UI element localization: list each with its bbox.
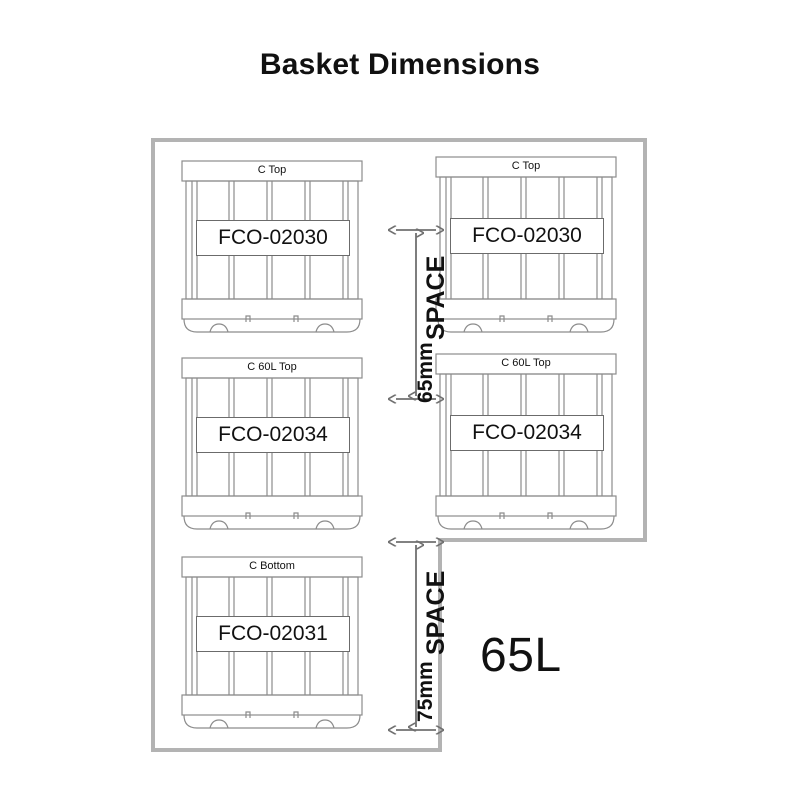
basket-graphic bbox=[181, 556, 363, 729]
basket-ribs bbox=[191, 577, 349, 695]
basket-top-band bbox=[181, 556, 363, 578]
basket-nub-left bbox=[245, 315, 251, 322]
basket-skirt bbox=[183, 318, 361, 333]
basket-base-band bbox=[435, 298, 617, 320]
dimension-space-label-65mm: SPACE bbox=[422, 255, 450, 340]
basket-graphic bbox=[435, 156, 617, 333]
basket-nub-right bbox=[293, 711, 299, 718]
basket-foot-right bbox=[315, 520, 335, 530]
basket-nub-right bbox=[293, 512, 299, 519]
basket-top-band bbox=[435, 353, 617, 375]
basket-skirt bbox=[437, 515, 615, 530]
basket-foot-left bbox=[209, 520, 229, 530]
dimension-value-label-75mm: 75mm bbox=[414, 661, 437, 722]
basket-ribs bbox=[191, 378, 349, 496]
basket-top-band bbox=[181, 357, 363, 379]
basket-nub-left bbox=[245, 711, 251, 718]
basket-right-top[interactable]: C Top FCO-02030 bbox=[434, 156, 618, 336]
basket-graphic bbox=[435, 353, 617, 530]
basket-left-bottom[interactable]: C Bottom FCO-02031 bbox=[180, 556, 364, 732]
basket-base-band bbox=[181, 495, 363, 517]
basket-nub-right bbox=[547, 315, 553, 322]
basket-nub-left bbox=[499, 315, 505, 322]
basket-base-band bbox=[435, 495, 617, 517]
basket-skirt bbox=[183, 714, 361, 729]
dimension-space-label-75mm: SPACE bbox=[422, 570, 450, 655]
basket-base-band bbox=[181, 298, 363, 320]
basket-ribs bbox=[191, 181, 349, 299]
basket-nub-left bbox=[245, 512, 251, 519]
basket-ribs bbox=[445, 374, 603, 496]
basket-base-band bbox=[181, 694, 363, 716]
basket-top-band bbox=[435, 156, 617, 178]
basket-graphic bbox=[181, 357, 363, 530]
basket-left-top[interactable]: C Top FCO-02030 bbox=[180, 160, 364, 336]
basket-foot-left bbox=[463, 323, 483, 333]
basket-foot-left bbox=[463, 520, 483, 530]
basket-graphic bbox=[181, 160, 363, 333]
basket-skirt bbox=[437, 318, 615, 333]
basket-foot-right bbox=[569, 520, 589, 530]
basket-foot-right bbox=[569, 323, 589, 333]
basket-foot-left bbox=[209, 323, 229, 333]
basket-nub-right bbox=[547, 512, 553, 519]
basket-nub-right bbox=[293, 315, 299, 322]
dimension-value-label-65mm: 65mm bbox=[414, 342, 437, 403]
basket-left-middle[interactable]: C 60L Top FCO-02034 bbox=[180, 357, 364, 533]
basket-ribs bbox=[445, 177, 603, 299]
basket-foot-right bbox=[315, 719, 335, 729]
basket-skirt bbox=[183, 515, 361, 530]
basket-nub-left bbox=[499, 512, 505, 519]
basket-foot-left bbox=[209, 719, 229, 729]
basket-right-middle[interactable]: C 60L Top FCO-02034 bbox=[434, 353, 618, 533]
volume-callout: 65L bbox=[480, 629, 562, 682]
basket-top-band bbox=[181, 160, 363, 182]
basket-foot-right bbox=[315, 323, 335, 333]
page-title: Basket Dimensions bbox=[259, 48, 541, 81]
